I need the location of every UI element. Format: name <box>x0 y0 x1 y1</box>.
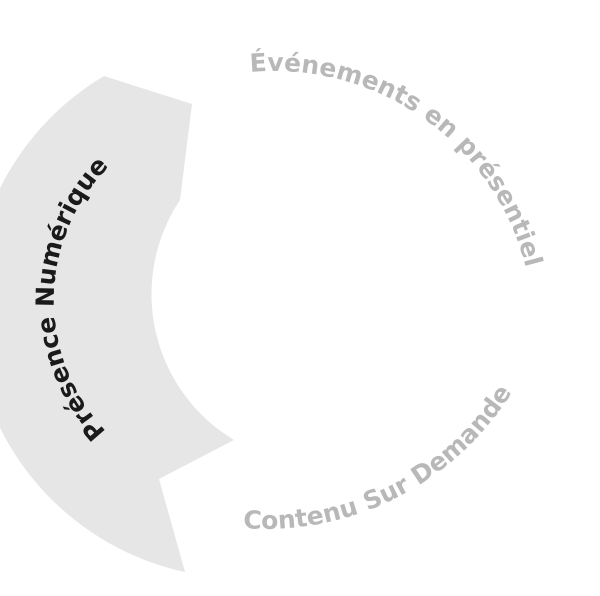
segment-contenu-sur-demande[interactable]: Contenu Sur Demande <box>243 379 517 535</box>
segment-evenements-label: Événements en présentiel <box>249 48 548 269</box>
segment-evenements-label-text: Événements en présentiel <box>249 48 548 269</box>
segment-evenements-en-presentiel[interactable]: Événements en présentiel <box>249 48 548 269</box>
segment-contenu-label: Contenu Sur Demande <box>243 379 517 535</box>
segment-presence-numerique[interactable]: Présence Numérique <box>0 76 234 572</box>
segment-presence-numerique-shape <box>0 76 234 572</box>
segment-contenu-label-text: Contenu Sur Demande <box>243 379 517 535</box>
